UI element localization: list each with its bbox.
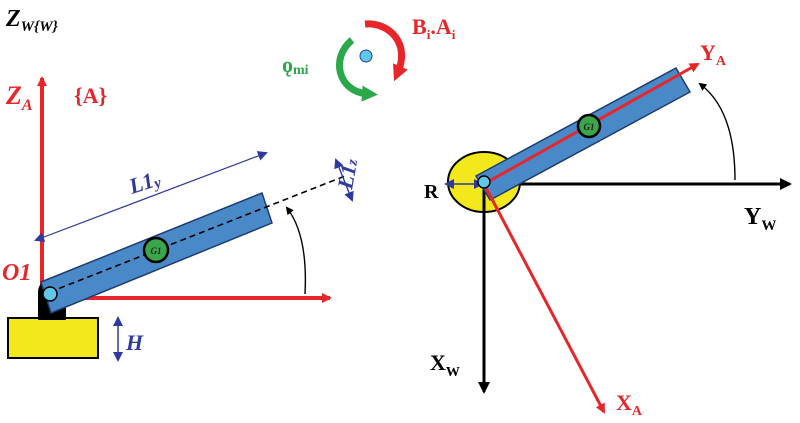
l1z-label: L1z [332,157,362,192]
right-angle-arc [698,82,736,181]
l1z-dimension [334,158,354,202]
xa-axis-line [482,183,606,414]
yw-axis-label: YW [744,204,776,234]
right-cog-label: G1 [584,122,595,132]
cog-label: G1 [151,246,162,256]
right-pivot-joint [477,175,491,189]
l1y-dimension [34,151,268,242]
xa-axis-label: XA [616,390,643,419]
height-label: H [125,330,144,355]
right-cog-marker [576,113,602,139]
bias-moment-label: Bi.Ai [412,14,456,42]
bias-moment-arrow [364,20,408,82]
link-center-line [49,175,346,293]
moment-center [359,49,373,63]
frame-a-label: {A} [74,83,107,108]
left-angle-arc [285,206,307,295]
motor-moment-label: ǫmi [282,52,309,78]
motor-moment-arrow [336,37,378,102]
ya-axis-label: YA [700,40,727,69]
radius-label: R [424,181,439,203]
za-axis-label: ZA [5,81,33,114]
origin-label: O1 [2,260,31,286]
base-block [7,317,99,359]
xw-axis-label: XW [430,350,460,380]
l1y-label: L1y [125,165,164,200]
pivot-joint [42,286,58,302]
world-frame-label: ZW{W} [5,6,59,35]
